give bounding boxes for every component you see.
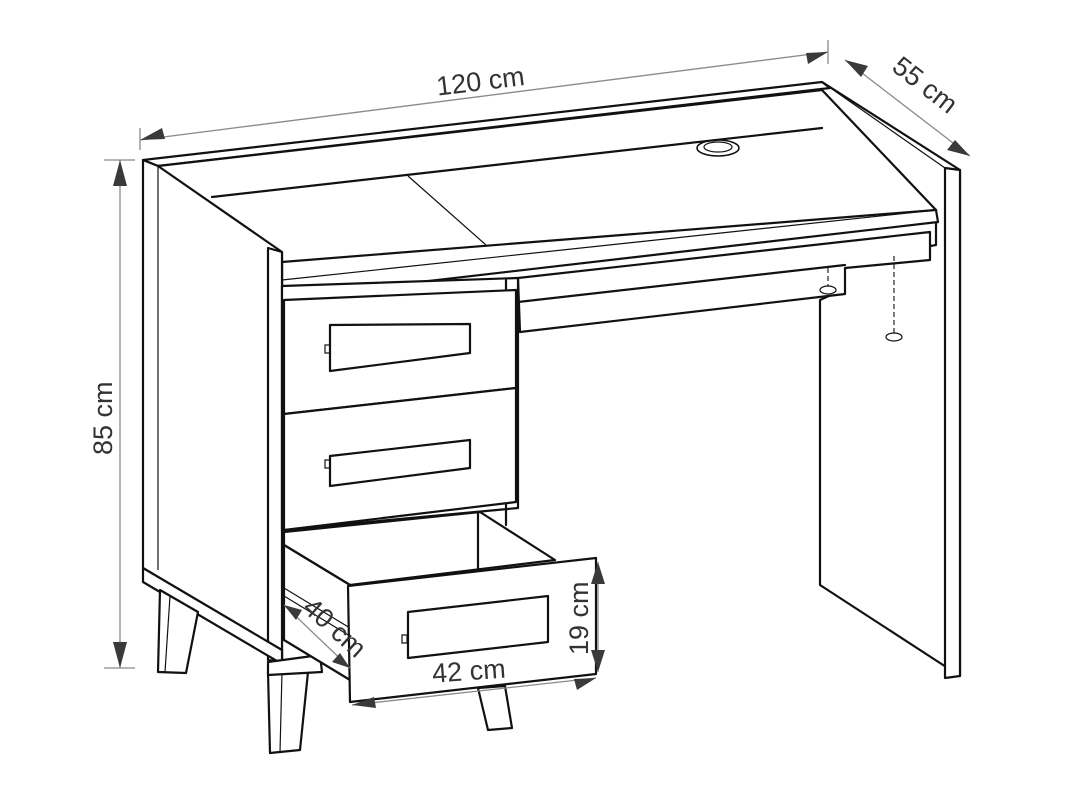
right-side-panel bbox=[818, 80, 962, 680]
depth-label: 55 cm bbox=[887, 51, 963, 120]
middle-drawer bbox=[282, 386, 518, 532]
drawer-height-label: 19 cm bbox=[564, 581, 594, 655]
desktop bbox=[141, 80, 940, 334]
front-legs bbox=[156, 588, 514, 755]
left-side-panel bbox=[141, 158, 284, 666]
top-drawer bbox=[282, 288, 518, 416]
height-dimension: 85 cm bbox=[88, 159, 135, 669]
drawer-width-label: 42 cm bbox=[431, 654, 506, 689]
drawer-width-dimension: 42 cm bbox=[351, 654, 597, 708]
drawer-height-dimension: 19 cm bbox=[564, 562, 605, 672]
height-label: 85 cm bbox=[88, 381, 118, 455]
assembly-pins bbox=[819, 256, 903, 342]
width-label: 120 cm bbox=[435, 61, 527, 102]
open-bottom-drawer bbox=[282, 510, 598, 704]
cable-grommet bbox=[696, 139, 740, 157]
